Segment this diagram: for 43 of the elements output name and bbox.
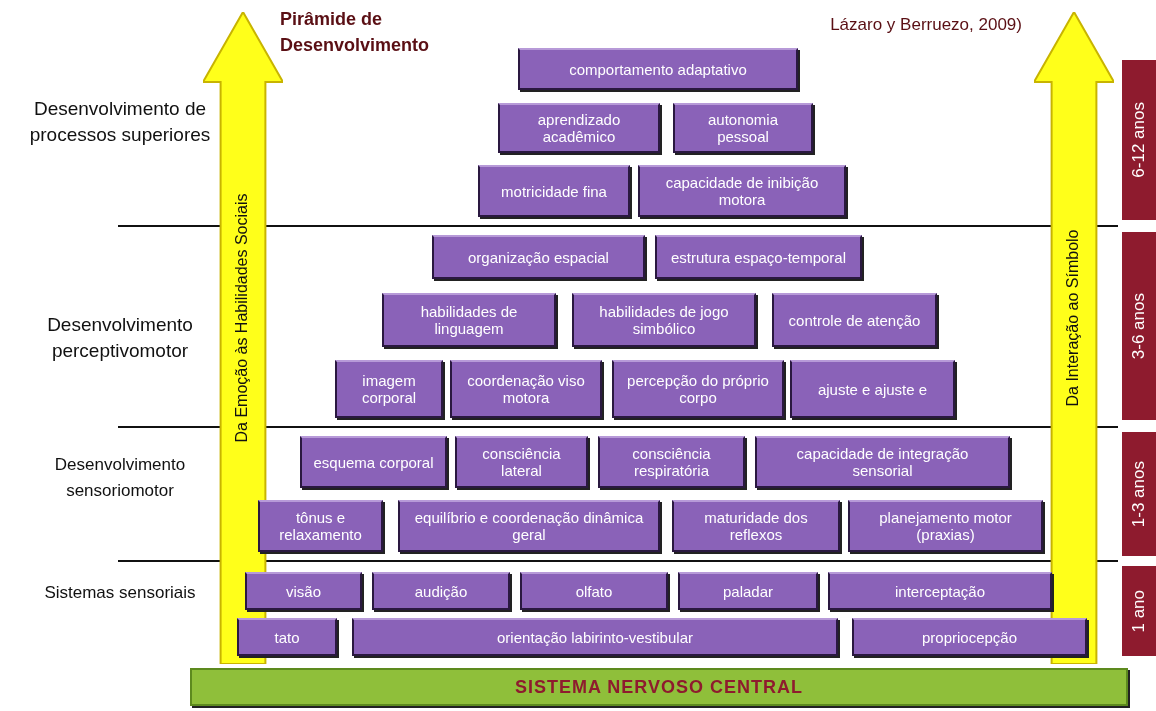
skill-brick: imagem corporal <box>335 360 443 418</box>
age-band: 3-6 anos <box>1122 232 1156 420</box>
skill-brick: ajuste e ajuste e <box>790 360 955 418</box>
skill-brick: organização espacial <box>432 235 645 279</box>
level-label: Desenvolvimento de processos superiores <box>28 97 212 147</box>
citation: Lázaro y Berruezo, 2009) <box>829 14 1022 36</box>
skill-brick: planejamento motor (praxias) <box>848 500 1043 552</box>
skill-brick: estrutura espaço-temporal <box>655 235 862 279</box>
skill-brick: maturidade dos reflexos <box>672 500 840 552</box>
skill-brick: coordenação viso motora <box>450 360 602 418</box>
skill-brick: motricidade fina <box>478 165 630 217</box>
skill-brick: capacidade de inibição motora <box>638 165 846 217</box>
skill-brick: habilidades de jogo simbólico <box>572 293 756 347</box>
skill-brick: percepção do próprio corpo <box>612 360 784 418</box>
level-label: Desenvolvimento perceptivomotor <box>46 313 194 363</box>
level-label: Sistemas sensoriais <box>43 582 197 604</box>
title: Pirâmide de Desenvolvimento <box>280 8 431 57</box>
skill-brick: paladar <box>678 572 818 610</box>
skill-brick: capacidade de integração sensorial <box>755 436 1010 488</box>
skill-brick: interceptação <box>828 572 1052 610</box>
skill-brick: esquema corporal <box>300 436 447 488</box>
skill-brick: tônus e relaxamento <box>258 500 383 552</box>
skill-brick: habilidades de linguagem <box>382 293 556 347</box>
level-label: Desenvolvimento sensoriomotor <box>53 454 187 502</box>
skill-brick: orientação labirinto-vestibular <box>352 618 838 656</box>
age-band: 6-12 anos <box>1122 60 1156 220</box>
skill-brick: consciência respiratória <box>598 436 745 488</box>
skill-brick: consciência lateral <box>455 436 588 488</box>
skill-brick: comportamento adaptativo <box>518 48 798 90</box>
skill-brick: olfato <box>520 572 668 610</box>
skill-brick: aprendizado acadêmico <box>498 103 660 153</box>
skill-brick: tato <box>237 618 337 656</box>
skill-brick: propriocepção <box>852 618 1087 656</box>
skill-brick: autonomia pessoal <box>673 103 813 153</box>
skill-brick: equilíbrio e coordenação dinâmica geral <box>398 500 660 552</box>
age-band: 1-3 anos <box>1122 432 1156 556</box>
skill-brick: visão <box>245 572 362 610</box>
arrow-label: Da Emoção às Habilidades Sociais <box>233 193 251 443</box>
skill-brick: controle de atenção <box>772 293 937 347</box>
age-band: 1 ano <box>1122 566 1156 656</box>
arrow-label: Da Interação ao Símbolo <box>1064 229 1082 407</box>
base-bar: SISTEMA NERVOSO CENTRAL <box>190 668 1128 706</box>
skill-brick: audição <box>372 572 510 610</box>
